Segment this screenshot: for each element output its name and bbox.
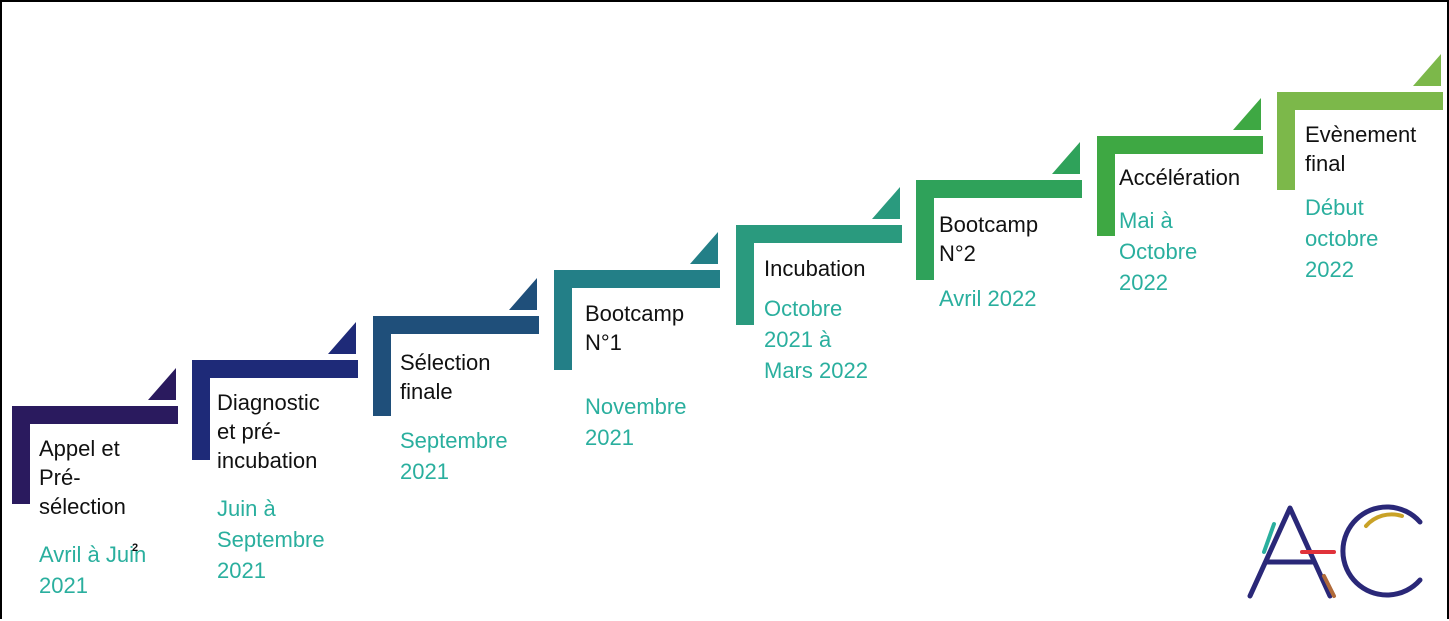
step-8-title: Evènement final (1305, 122, 1417, 176)
step-3-date: Septembre 2021 (400, 428, 508, 484)
step-1-date: Avril à Juin 2021 (39, 542, 147, 598)
step-4-shape (554, 270, 720, 370)
step-7-date: Mai à Octobre 2022 (1119, 208, 1198, 295)
step-5-arrow (872, 187, 900, 219)
step-4-title: Bootcamp N°1 (585, 301, 685, 355)
step-7-shape (1097, 136, 1263, 236)
step-6-date: Avril 2022 (939, 286, 1037, 311)
logo-gold-arc (1364, 512, 1404, 528)
step-2-arrow (328, 322, 356, 354)
page-number: 2 (132, 542, 139, 554)
step-3-shape (373, 316, 539, 416)
step-8-arrow (1413, 54, 1441, 86)
logo-letter-a (1247, 505, 1333, 599)
step-1-shape (12, 406, 178, 504)
ac-logo-icon (1247, 504, 1423, 599)
logo-brown-stroke (1322, 574, 1336, 598)
logo-letter-c (1340, 504, 1423, 598)
step-3-arrow (509, 278, 537, 310)
step-8-shape (1277, 92, 1443, 190)
step-7-arrow (1233, 98, 1261, 130)
step-2-date: Juin à Septembre 2021 (217, 496, 325, 583)
step-4-date: Novembre 2021 (585, 394, 687, 450)
step-3-title: Sélection finale (400, 350, 491, 404)
step-8-date: Début octobre 2022 (1305, 195, 1379, 282)
step-5-shape (736, 225, 902, 325)
step-1-arrow (148, 368, 176, 400)
step-1-title: Appel et Pré- sélection (39, 436, 126, 519)
step-2-title: Diagnostic et pré- incubation (217, 390, 320, 473)
logo-teal-stroke (1262, 522, 1276, 554)
step-2-shape (192, 360, 358, 460)
step-6-shape (916, 180, 1082, 280)
step-6-title: Bootcamp N°2 (939, 212, 1039, 266)
step-6-arrow (1052, 142, 1080, 174)
step-7-title: Accélération (1119, 165, 1241, 190)
step-4-arrow (690, 232, 718, 264)
step-5-title: Incubation (764, 256, 866, 281)
step-5-date: Octobre 2021 à Mars 2022 (764, 296, 868, 383)
